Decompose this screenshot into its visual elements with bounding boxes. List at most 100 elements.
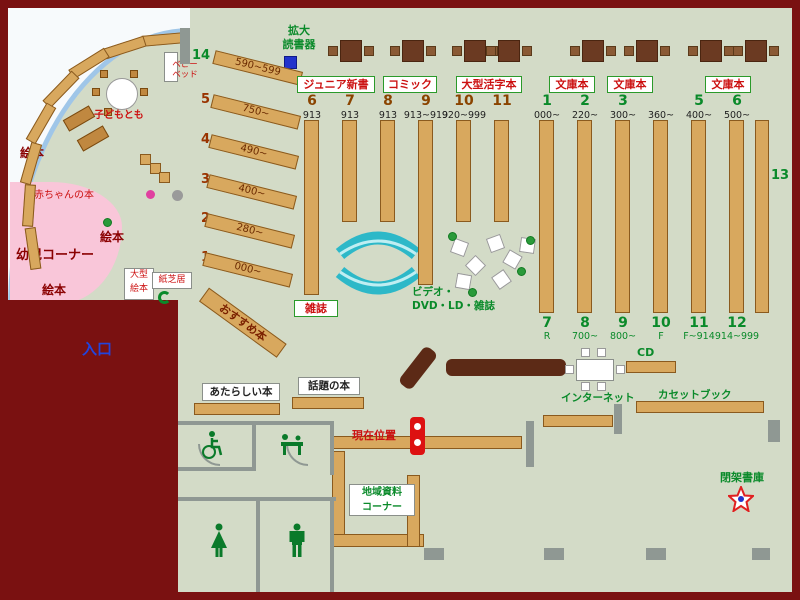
person-dot <box>526 236 535 245</box>
diagonal-shelf-number: 4 <box>200 132 210 147</box>
column-range: R <box>543 331 551 342</box>
column-range: F~914 <box>683 331 715 342</box>
column-range: 500~ <box>723 110 751 121</box>
column-number: 10 <box>651 315 671 331</box>
wall-segment <box>330 497 334 592</box>
diagonal-shelf-number: 3 <box>200 172 210 187</box>
column-number: 12 <box>727 315 747 331</box>
internet-table <box>576 359 614 381</box>
reading-table-group <box>733 34 779 70</box>
pillar-round <box>172 190 183 201</box>
topic-books-shelf <box>292 397 364 409</box>
chair <box>688 46 698 56</box>
kamishibai-label: 紙芝居 <box>152 272 192 289</box>
internet-label: インターネット <box>561 392 635 404</box>
internet-chair <box>565 365 574 374</box>
wall-segment <box>526 421 534 467</box>
round-table <box>106 78 138 110</box>
chair <box>426 46 436 56</box>
step-block <box>140 154 151 165</box>
reading-table <box>582 40 604 62</box>
picture-books-label-bottom: 絵本 <box>42 283 67 297</box>
reading-table <box>745 40 767 62</box>
cd-label: CD <box>637 346 655 359</box>
reading-table <box>402 40 424 62</box>
wall-segment <box>614 404 622 434</box>
baby-bed <box>164 52 178 82</box>
column-number: 9 <box>618 315 628 331</box>
stool-green <box>103 218 112 227</box>
baby-changing-icon <box>281 434 303 455</box>
reading-table-group <box>486 34 532 70</box>
wall-segment <box>256 497 260 592</box>
baby-bed-label: ベビー ベッド <box>170 60 200 80</box>
diagonal-shelf: 280~ <box>204 213 296 249</box>
wall-segment <box>768 420 780 442</box>
chair <box>570 46 580 56</box>
cassette-books-shelf <box>636 401 764 413</box>
bookshelf-column <box>342 120 357 222</box>
column-range: 000~ <box>533 110 561 121</box>
kodomo-label: 子どもとも <box>94 110 144 121</box>
reading-table <box>636 40 658 62</box>
column-number: 5 <box>694 93 704 109</box>
column-range: 700~ <box>571 331 599 342</box>
bookshelf-column <box>729 120 744 313</box>
chair <box>606 46 616 56</box>
internet-chair <box>597 348 606 357</box>
reading-table <box>340 40 362 62</box>
reading-table <box>700 40 722 62</box>
cd-shelf <box>626 361 676 373</box>
chair <box>660 46 670 56</box>
column-13-label: 13 <box>771 168 790 183</box>
person-dot <box>517 267 526 276</box>
new-books-label: あたらしい本 <box>202 383 280 401</box>
chair <box>390 46 400 56</box>
entrance-label: 入口 <box>82 340 113 358</box>
step-block <box>159 172 170 183</box>
outer-wall-right <box>792 0 800 600</box>
bookshelf-column <box>304 120 319 295</box>
column-number: 6 <box>732 93 742 109</box>
topic-books-label: 話題の本 <box>298 377 360 395</box>
round-table-chair <box>140 88 148 96</box>
wall-segment <box>178 467 256 471</box>
av-seat <box>464 254 487 277</box>
column-number: 11 <box>492 93 512 109</box>
column-range: 913~919 <box>403 110 449 121</box>
stool-pink <box>146 190 155 199</box>
wall-segment <box>178 421 334 425</box>
bookshelf-column <box>691 120 706 313</box>
wall-segment <box>252 421 256 471</box>
column-number: 11 <box>689 315 709 331</box>
column-number: 10 <box>454 93 474 109</box>
column-number: 1 <box>542 93 552 109</box>
round-table-chair <box>130 70 138 78</box>
round-table-chair <box>100 70 108 78</box>
column-range: F <box>658 331 664 342</box>
bookshelf-column <box>615 120 630 313</box>
bookshelf-column-13 <box>755 120 769 313</box>
baby-bed-label-line1: ベビー <box>172 60 198 70</box>
lounge-seating-arcs <box>335 231 421 295</box>
magnifier-label: 拡大 読書器 <box>276 24 322 52</box>
column-number: 9 <box>421 93 431 109</box>
section-label-box: 文庫本 <box>607 76 653 93</box>
outer-wall-bottom <box>0 592 800 600</box>
diagonal-shelf: 400~ <box>206 174 298 210</box>
local-corner-line2: コーナー <box>362 502 402 513</box>
column-number: 3 <box>618 93 628 109</box>
internet-chair <box>597 382 606 391</box>
mens-toilet-icon <box>289 523 305 557</box>
round-table-chair <box>104 108 112 116</box>
bookshelf-column <box>418 120 433 285</box>
magnifier-label-line2: 読書器 <box>282 37 316 51</box>
chair <box>522 46 532 56</box>
large-picture-books-line1: 大型 <box>129 270 148 280</box>
round-table-chair <box>92 88 100 96</box>
bookshelf-column <box>494 120 509 222</box>
chair <box>486 46 496 56</box>
av-seat <box>485 233 506 254</box>
video-dvd-label: ビデオ・ DVD・LD・雑誌 <box>412 286 495 313</box>
